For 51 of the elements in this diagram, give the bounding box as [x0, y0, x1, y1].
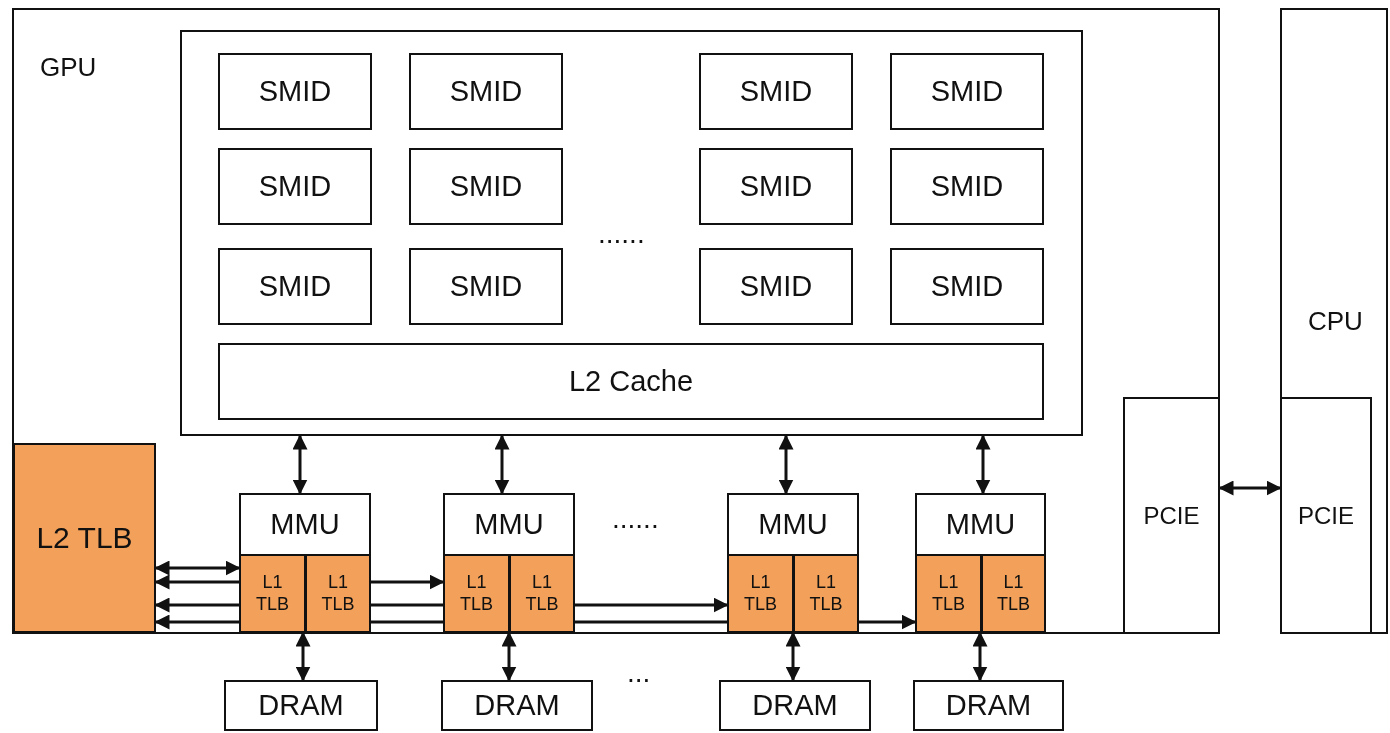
dram-block: DRAM: [719, 680, 871, 731]
cpu-block: [1280, 8, 1388, 634]
ellipsis-text: ......: [598, 218, 645, 250]
sm-block: SMID: [699, 53, 853, 130]
arrow: [371, 574, 445, 590]
tlb-block: L1 TLB: [509, 554, 575, 633]
block-title: GPU: [40, 52, 97, 83]
block-title: CPU: [1308, 306, 1363, 337]
arrow: [975, 434, 991, 495]
arrow: [972, 631, 988, 682]
arrow: [785, 631, 801, 682]
sm-block: SMID: [409, 53, 563, 130]
mmu-block: MMU: [915, 493, 1046, 556]
sm-block: SMID: [699, 148, 853, 225]
sm-block: SMID: [890, 248, 1044, 325]
arrow: [295, 631, 311, 682]
sm-block: SMID: [409, 148, 563, 225]
sm-block: SMID: [890, 53, 1044, 130]
arrow: [494, 434, 510, 495]
tlb-block: L1 TLB: [443, 554, 510, 633]
tlb-block: L1 TLB: [727, 554, 794, 633]
tlb-block: L1 TLB: [915, 554, 982, 633]
mmu-block: MMU: [239, 493, 371, 556]
sm-block: SMID: [409, 248, 563, 325]
gpu-block: [12, 8, 1220, 634]
pcie-block: PCIE: [1123, 397, 1220, 634]
mmu-block: MMU: [443, 493, 575, 556]
arrow: [778, 434, 794, 495]
tlb-block: L1 TLB: [239, 554, 306, 633]
sm-block: SMID: [890, 148, 1044, 225]
tlb-block: L1 TLB: [793, 554, 859, 633]
arrow: [292, 434, 308, 495]
arrow: [501, 631, 517, 682]
arrow: [859, 614, 917, 630]
ellipsis-text: ...: [627, 657, 651, 689]
sm-block: SMID: [699, 248, 853, 325]
dram-block: DRAM: [224, 680, 378, 731]
arrow: [575, 597, 729, 613]
dram-block: DRAM: [913, 680, 1064, 731]
tlb-block: L2 TLB: [13, 443, 156, 633]
tlb-block: L1 TLB: [981, 554, 1046, 633]
cache-block: L2 Cache: [218, 343, 1044, 420]
sm-block: SMID: [218, 248, 372, 325]
sm-array-block: [180, 30, 1083, 436]
mmu-block: MMU: [727, 493, 859, 556]
pcie-block: PCIE: [1280, 397, 1372, 634]
dram-block: DRAM: [441, 680, 593, 731]
tlb-block: L1 TLB: [305, 554, 371, 633]
sm-block: SMID: [218, 148, 372, 225]
sm-block: SMID: [218, 53, 372, 130]
ellipsis-text: ......: [612, 503, 659, 535]
